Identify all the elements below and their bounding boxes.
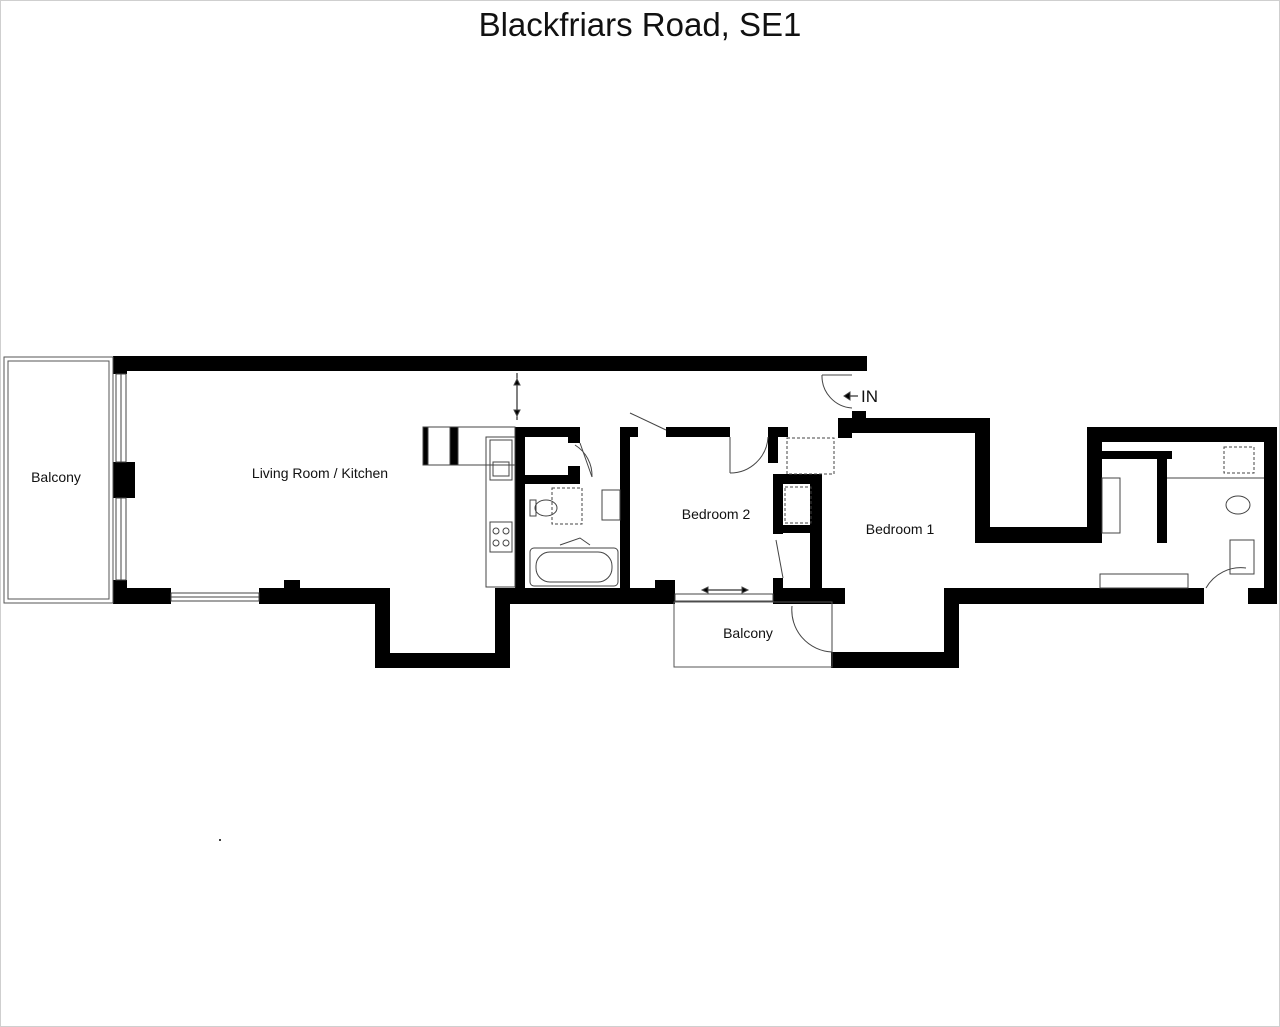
wall-east-bottom bbox=[1248, 588, 1277, 604]
door-ensuite bbox=[1205, 567, 1247, 589]
wall-bed2-top-b bbox=[666, 427, 730, 437]
wall-east-left bbox=[1087, 427, 1102, 543]
label-living-kitchen: Living Room / Kitchen bbox=[252, 465, 388, 481]
wall-bottom-b bbox=[259, 588, 390, 604]
ensuite-counter bbox=[1099, 573, 1189, 589]
wall-bath-right bbox=[620, 427, 630, 588]
wall-bath-door-b bbox=[568, 466, 580, 484]
wall-wardrobe-mid bbox=[783, 525, 820, 533]
wall-bed1-bottom-a bbox=[773, 588, 845, 604]
wall-connector bbox=[975, 527, 1101, 543]
plan-title: Blackfriars Road, SE1 bbox=[478, 6, 802, 43]
shower-tray-icon bbox=[551, 487, 583, 525]
wall-bed1-left bbox=[810, 474, 822, 604]
wardrobe-icon bbox=[784, 486, 812, 524]
kitchen-upper-units bbox=[422, 426, 516, 466]
wall-bottom-east bbox=[944, 588, 1204, 604]
bedroom-fixtures bbox=[700, 374, 858, 653]
wall-bed2-top-c bbox=[768, 427, 778, 463]
wall-bed2-top-a bbox=[620, 427, 638, 437]
wall-bed1-bay-bottom bbox=[831, 652, 959, 668]
bathroom-fixtures bbox=[529, 412, 667, 587]
wall-bed1-right bbox=[975, 418, 990, 543]
label-bedroom-1: Bedroom 1 bbox=[866, 521, 935, 537]
wall-bed1-door-jamb bbox=[838, 418, 852, 438]
wall-bed1-top bbox=[838, 418, 990, 433]
wall-bay-bottom bbox=[375, 653, 510, 668]
wall-entrance bbox=[852, 411, 866, 421]
label-balcony-west: Balcony bbox=[31, 469, 81, 485]
stray-mark bbox=[219, 839, 221, 841]
wall-bottom-a bbox=[113, 588, 171, 604]
wall-bay-right bbox=[495, 588, 510, 668]
balcony-west-inner bbox=[7, 360, 110, 600]
toilet-icon bbox=[534, 499, 558, 517]
hall-cupboard-icon bbox=[786, 437, 835, 475]
wall-east-inner bbox=[1157, 451, 1167, 543]
wall-west-pier bbox=[113, 462, 135, 498]
label-balcony-south: Balcony bbox=[723, 625, 773, 641]
door-bath bbox=[579, 442, 593, 478]
wall-bottom-c bbox=[495, 588, 675, 604]
bathtub-icon bbox=[529, 547, 619, 587]
wall-bath-door-a bbox=[568, 427, 580, 443]
wall-east-inner-top bbox=[1102, 451, 1172, 459]
balcony-west-outline bbox=[3, 356, 114, 604]
door-bed2-entry bbox=[629, 412, 667, 431]
basin-icon bbox=[601, 489, 621, 521]
wall-east-right bbox=[1264, 427, 1277, 604]
walls bbox=[113, 356, 1277, 668]
ensuite-basin-icon bbox=[1229, 539, 1255, 575]
wall-bed2-bottom bbox=[655, 580, 675, 604]
wall-bath-mid bbox=[515, 475, 575, 484]
kitchen-sink-icon bbox=[489, 439, 513, 481]
kitchen-counter bbox=[485, 436, 516, 588]
wall-bed1-bay-right bbox=[944, 588, 959, 668]
ensuite-fixtures bbox=[1099, 446, 1264, 589]
wall-bottom-column bbox=[284, 580, 300, 590]
wall-bath-left bbox=[515, 427, 525, 588]
label-bedroom-2: Bedroom 2 bbox=[682, 506, 751, 522]
ensuite-cabinet bbox=[1101, 477, 1121, 534]
wall-east-top bbox=[1087, 427, 1277, 442]
door-wardrobe bbox=[775, 539, 784, 579]
window-bed2-door bbox=[674, 593, 774, 602]
label-entrance: IN bbox=[861, 387, 878, 406]
wall-bath-top bbox=[515, 427, 575, 437]
wall-bed2-top-d bbox=[768, 427, 788, 437]
kitchen-fixtures bbox=[422, 373, 521, 588]
ensuite-toilet-icon bbox=[1225, 495, 1251, 515]
wall-bay-left bbox=[375, 588, 390, 668]
ensuite-shower-icon bbox=[1223, 446, 1255, 474]
wall-wardrobe bbox=[773, 474, 783, 534]
wall-top bbox=[113, 356, 867, 371]
windows bbox=[115, 373, 774, 602]
hob-icon bbox=[489, 521, 513, 553]
wall-west-top bbox=[113, 356, 127, 374]
wall-wardrobe-top bbox=[783, 474, 820, 484]
